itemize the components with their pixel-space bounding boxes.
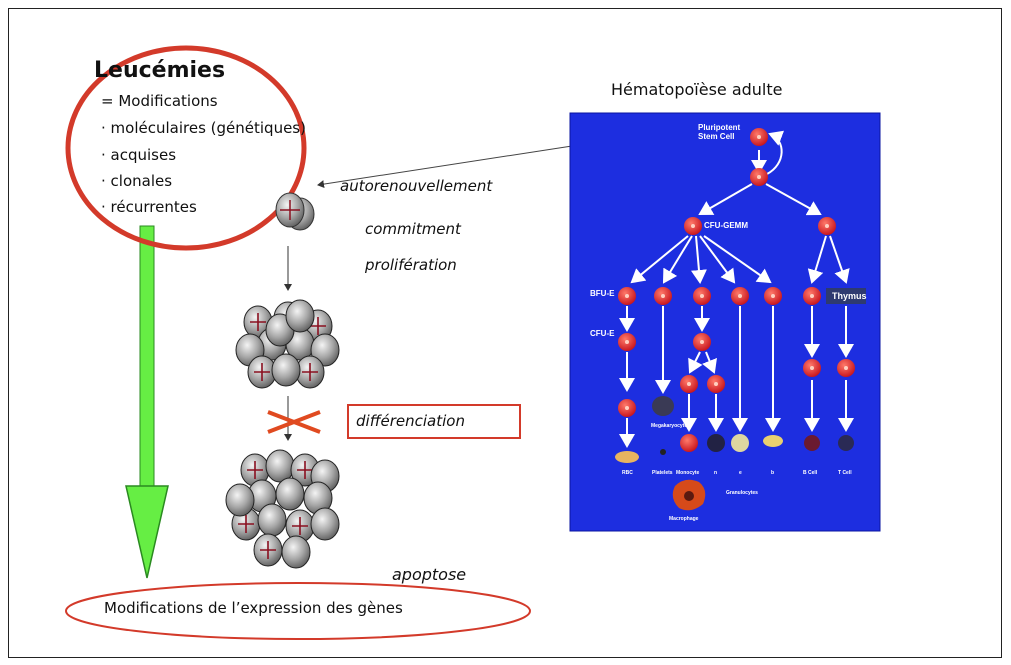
bullet-item: · récurrentes <box>101 198 197 216</box>
cfu-e-label: CFU-E <box>590 329 614 338</box>
bfu-e-label: BFU-E <box>590 289 614 298</box>
bullet-item: · moléculaires (génétiques) <box>101 119 306 137</box>
cell <box>226 484 254 516</box>
platelets-label: Platelets <box>652 470 673 476</box>
cell <box>282 536 310 568</box>
cfu-gemm-label: CFU-GEMM <box>704 221 748 230</box>
blocked-x-mark <box>268 412 320 432</box>
hematopoiesis-labels: Pluripotent Stem Cell CFU-GEMM BFU-E CFU… <box>570 113 880 531</box>
cell <box>286 300 314 332</box>
cell <box>276 478 304 510</box>
accumulated-cluster <box>226 450 339 568</box>
basophil-label: b <box>771 470 774 476</box>
commitment-label: commitment <box>365 220 461 238</box>
green-down-arrow <box>126 226 168 578</box>
leukemia-definition: = Modifications <box>101 92 218 110</box>
leukemia-title: Leucémies <box>94 58 225 83</box>
proliferating-cluster <box>236 300 339 388</box>
gene-expression-label: Modifications de l’expression des gènes <box>104 599 403 617</box>
stem-cell-cluster <box>276 193 314 230</box>
bullet-item: · clonales <box>101 172 172 190</box>
thymus-label: Thymus <box>832 291 867 301</box>
bullet-item: · acquises <box>101 146 176 164</box>
rbc-label: RBC <box>622 470 633 476</box>
monocyte-label: Monocyte <box>676 470 699 476</box>
proliferation-label: prolifération <box>365 256 457 274</box>
hematopoiesis-title: Hématopoïèse adulte <box>611 80 783 99</box>
megakaryocyte-label: Megakaryocyte <box>651 423 687 429</box>
bullet-text: clonales <box>111 172 173 190</box>
cell <box>272 354 300 386</box>
granulocytes-label: Granulocytes <box>726 490 758 496</box>
differentiation-label: différenciation <box>356 412 465 430</box>
macrophage-label: Macrophage <box>669 516 698 522</box>
b-cell-label: B Cell <box>803 470 817 476</box>
bullet-text: récurrentes <box>111 198 197 216</box>
bullet-text: moléculaires (génétiques) <box>111 119 306 137</box>
cell <box>266 450 294 482</box>
bullet-text: acquises <box>111 146 177 164</box>
self-renewal-label: autorenouvellement <box>340 177 492 195</box>
stem-cell-label: Pluripotent Stem Cell <box>698 123 740 141</box>
eosinophil-label: e <box>739 470 742 476</box>
t-cell-label: T Cell <box>838 470 852 476</box>
cell <box>311 508 339 540</box>
apoptosis-label: apoptose <box>392 565 466 584</box>
cell <box>258 504 286 536</box>
neutrophil-label: n <box>714 470 717 476</box>
